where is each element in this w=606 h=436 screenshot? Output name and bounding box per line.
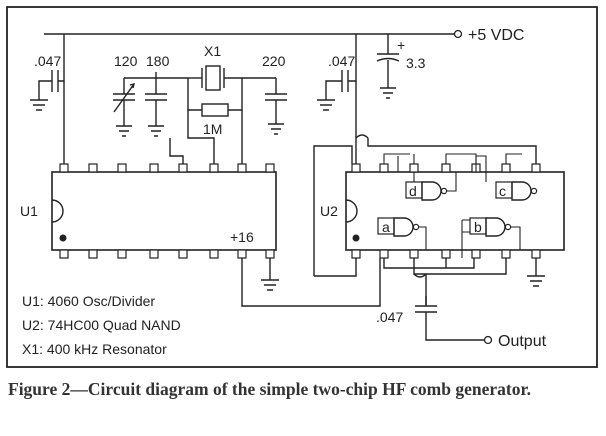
legend-u1: U1: 4060 Osc/Divider — [22, 293, 155, 309]
gate-c-label: c — [499, 183, 506, 199]
electrolytic-capacitor-3-3 — [376, 34, 400, 99]
wire-u2-top-a — [383, 153, 415, 164]
pin16-label: +16 — [230, 229, 254, 245]
vdc-label: +5 VDC — [468, 27, 524, 44]
bypass-capacitor-c1 — [30, 34, 65, 166]
capacitor-220 — [265, 78, 287, 135]
wire-loop-bottom — [314, 258, 357, 277]
wire-u2-vcc — [355, 134, 537, 164]
c1-label: .047 — [34, 53, 61, 69]
u1-label: U1 — [20, 203, 38, 219]
nand-gate-c — [475, 155, 538, 201]
chip-u2 — [345, 163, 565, 287]
x1-label: X1 — [204, 43, 221, 59]
chip-u1 — [51, 163, 279, 291]
wire-u2-bottom-a — [383, 258, 475, 269]
legend-x1: X1: 400 kHz Resonator — [22, 341, 167, 357]
r1m-label: 1M — [203, 121, 222, 137]
wire-to-output-cap — [413, 273, 427, 306]
c2-label: .047 — [328, 53, 355, 69]
power-rail — [44, 29, 463, 39]
nand-gate-b — [461, 217, 521, 258]
wire-loop-left — [313, 145, 353, 276]
resistor-1m — [187, 78, 243, 166]
c120-label: 120 — [114, 53, 138, 69]
u2-label: U2 — [320, 203, 338, 219]
c-out-label: .047 — [376, 309, 403, 325]
wire-u2-bottom-b — [413, 258, 507, 275]
c33-label: 3.3 — [406, 55, 426, 71]
nand-gate-d — [397, 156, 457, 201]
c180-label: 180 — [146, 53, 170, 69]
wire-u1-to-u2 — [241, 258, 381, 307]
gate-b-label: b — [474, 219, 482, 235]
resonator-x1 — [188, 65, 276, 91]
wire-pin-12 — [169, 138, 184, 166]
trimmer-capacitor-120 — [113, 78, 135, 137]
c220-label: 220 — [262, 53, 286, 69]
output-label: Output — [498, 333, 547, 350]
plus-label: + — [397, 37, 405, 53]
figure-caption: Figure 2—Circuit diagram of the simple t… — [8, 379, 531, 399]
gate-a-label: a — [382, 219, 390, 235]
wire-u2-top-b — [445, 153, 522, 164]
legend-u2: U2: 74HC00 Quad NAND — [22, 317, 181, 333]
nand-gate-a — [377, 217, 427, 250]
circuit-diagram: +5 VDC .047 120 180 X1 — [6, 6, 598, 368]
diagram-border — [6, 6, 598, 368]
bypass-capacitor-c2 — [317, 34, 357, 138]
output-capacitor — [415, 296, 493, 345]
gate-d-label: d — [409, 183, 417, 199]
